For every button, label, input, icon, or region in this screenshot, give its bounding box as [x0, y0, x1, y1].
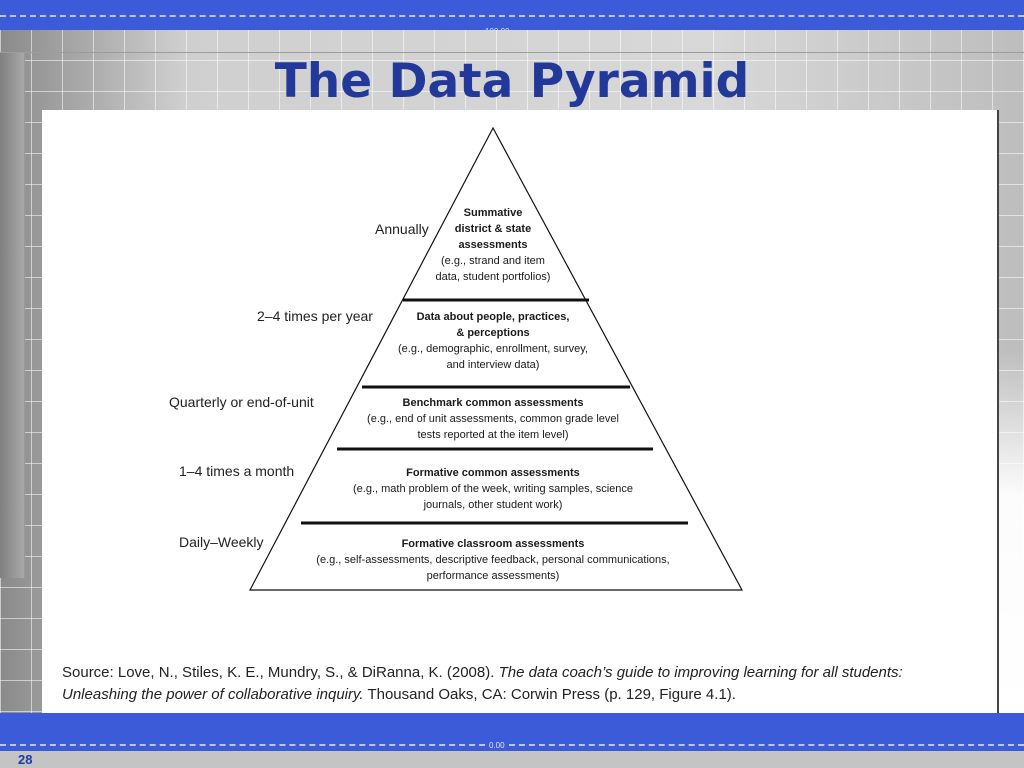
tier-heading: & perceptions: [456, 327, 530, 339]
panel-edge: [997, 110, 999, 713]
slide-number: 28: [18, 752, 33, 767]
tier-benchmark: Benchmark common assessments (e.g., end …: [343, 395, 643, 443]
left-strip: [0, 52, 25, 578]
tier-detail: (e.g., strand and item: [441, 255, 545, 267]
bottom-band: 0.00: [0, 713, 1024, 751]
tier-summative: Summative district & state assessments (…: [403, 205, 583, 285]
tier-heading: assessments: [458, 239, 528, 251]
tier-heading: Summative: [463, 207, 523, 219]
tier-detail: (e.g., math problem of the week, writing…: [352, 483, 633, 495]
tier-detail: tests reported at the item level): [417, 429, 569, 441]
bottom-guide-rule[interactable]: [0, 744, 1024, 746]
tier-heading: Data about people, practices,: [416, 311, 570, 323]
tier-people-practices: Data about people, practices, & percepti…: [372, 309, 614, 373]
tier-heading: Benchmark common assessments: [402, 397, 584, 409]
tier-detail: data, student portfolios): [435, 271, 551, 283]
tier-heading: Formative common assessments: [406, 467, 580, 479]
tier-detail: journals, other student work): [423, 499, 563, 511]
slide-title[interactable]: The Data Pyramid: [274, 54, 750, 109]
top-guide-rule[interactable]: [0, 15, 1024, 17]
citation-title: The data coach’s guide to improving lear…: [498, 664, 903, 681]
frequency-label-2-4-per-year: 2–4 times per year: [257, 308, 373, 324]
bottom-guide-label: 0.00: [486, 741, 508, 750]
citation-authors: Source: Love, N., Stiles, K. E., Mundry,…: [62, 664, 499, 681]
tier-heading: district & state: [454, 223, 532, 235]
frequency-label-annually: Annually: [375, 221, 429, 237]
frequency-label-daily-weekly: Daily–Weekly: [179, 534, 264, 550]
citation-publisher: Thousand Oaks, CA: Corwin Press (p. 129,…: [363, 686, 736, 703]
tier-heading: Formative classroom assessments: [401, 538, 585, 550]
pyramid-outline: [249, 126, 744, 591]
tier-detail: (e.g., demographic, enrollment, survey,: [398, 343, 588, 355]
tier-detail: (e.g., end of unit assessments, common g…: [367, 413, 619, 425]
tier-formative-common: Formative common assessments (e.g., math…: [318, 465, 668, 513]
tier-detail: performance assessments): [426, 570, 560, 582]
slide-footer: [0, 751, 1024, 768]
frequency-label-quarterly: Quarterly or end-of-unit: [169, 394, 314, 410]
tier-detail: and interview data): [446, 359, 540, 371]
tier-detail: (e.g., self-assessments, descriptive fee…: [316, 554, 670, 566]
frequency-label-monthly: 1–4 times a month: [179, 463, 295, 479]
source-citation: Source: Love, N., Stiles, K. E., Mundry,…: [62, 662, 982, 706]
tier-formative-classroom: Formative classroom assessments (e.g., s…: [288, 536, 698, 584]
citation-subtitle: Unleashing the power of collaborative in…: [62, 686, 364, 703]
top-band: 100.00: [0, 0, 1024, 36]
frame-line: [0, 52, 1024, 53]
